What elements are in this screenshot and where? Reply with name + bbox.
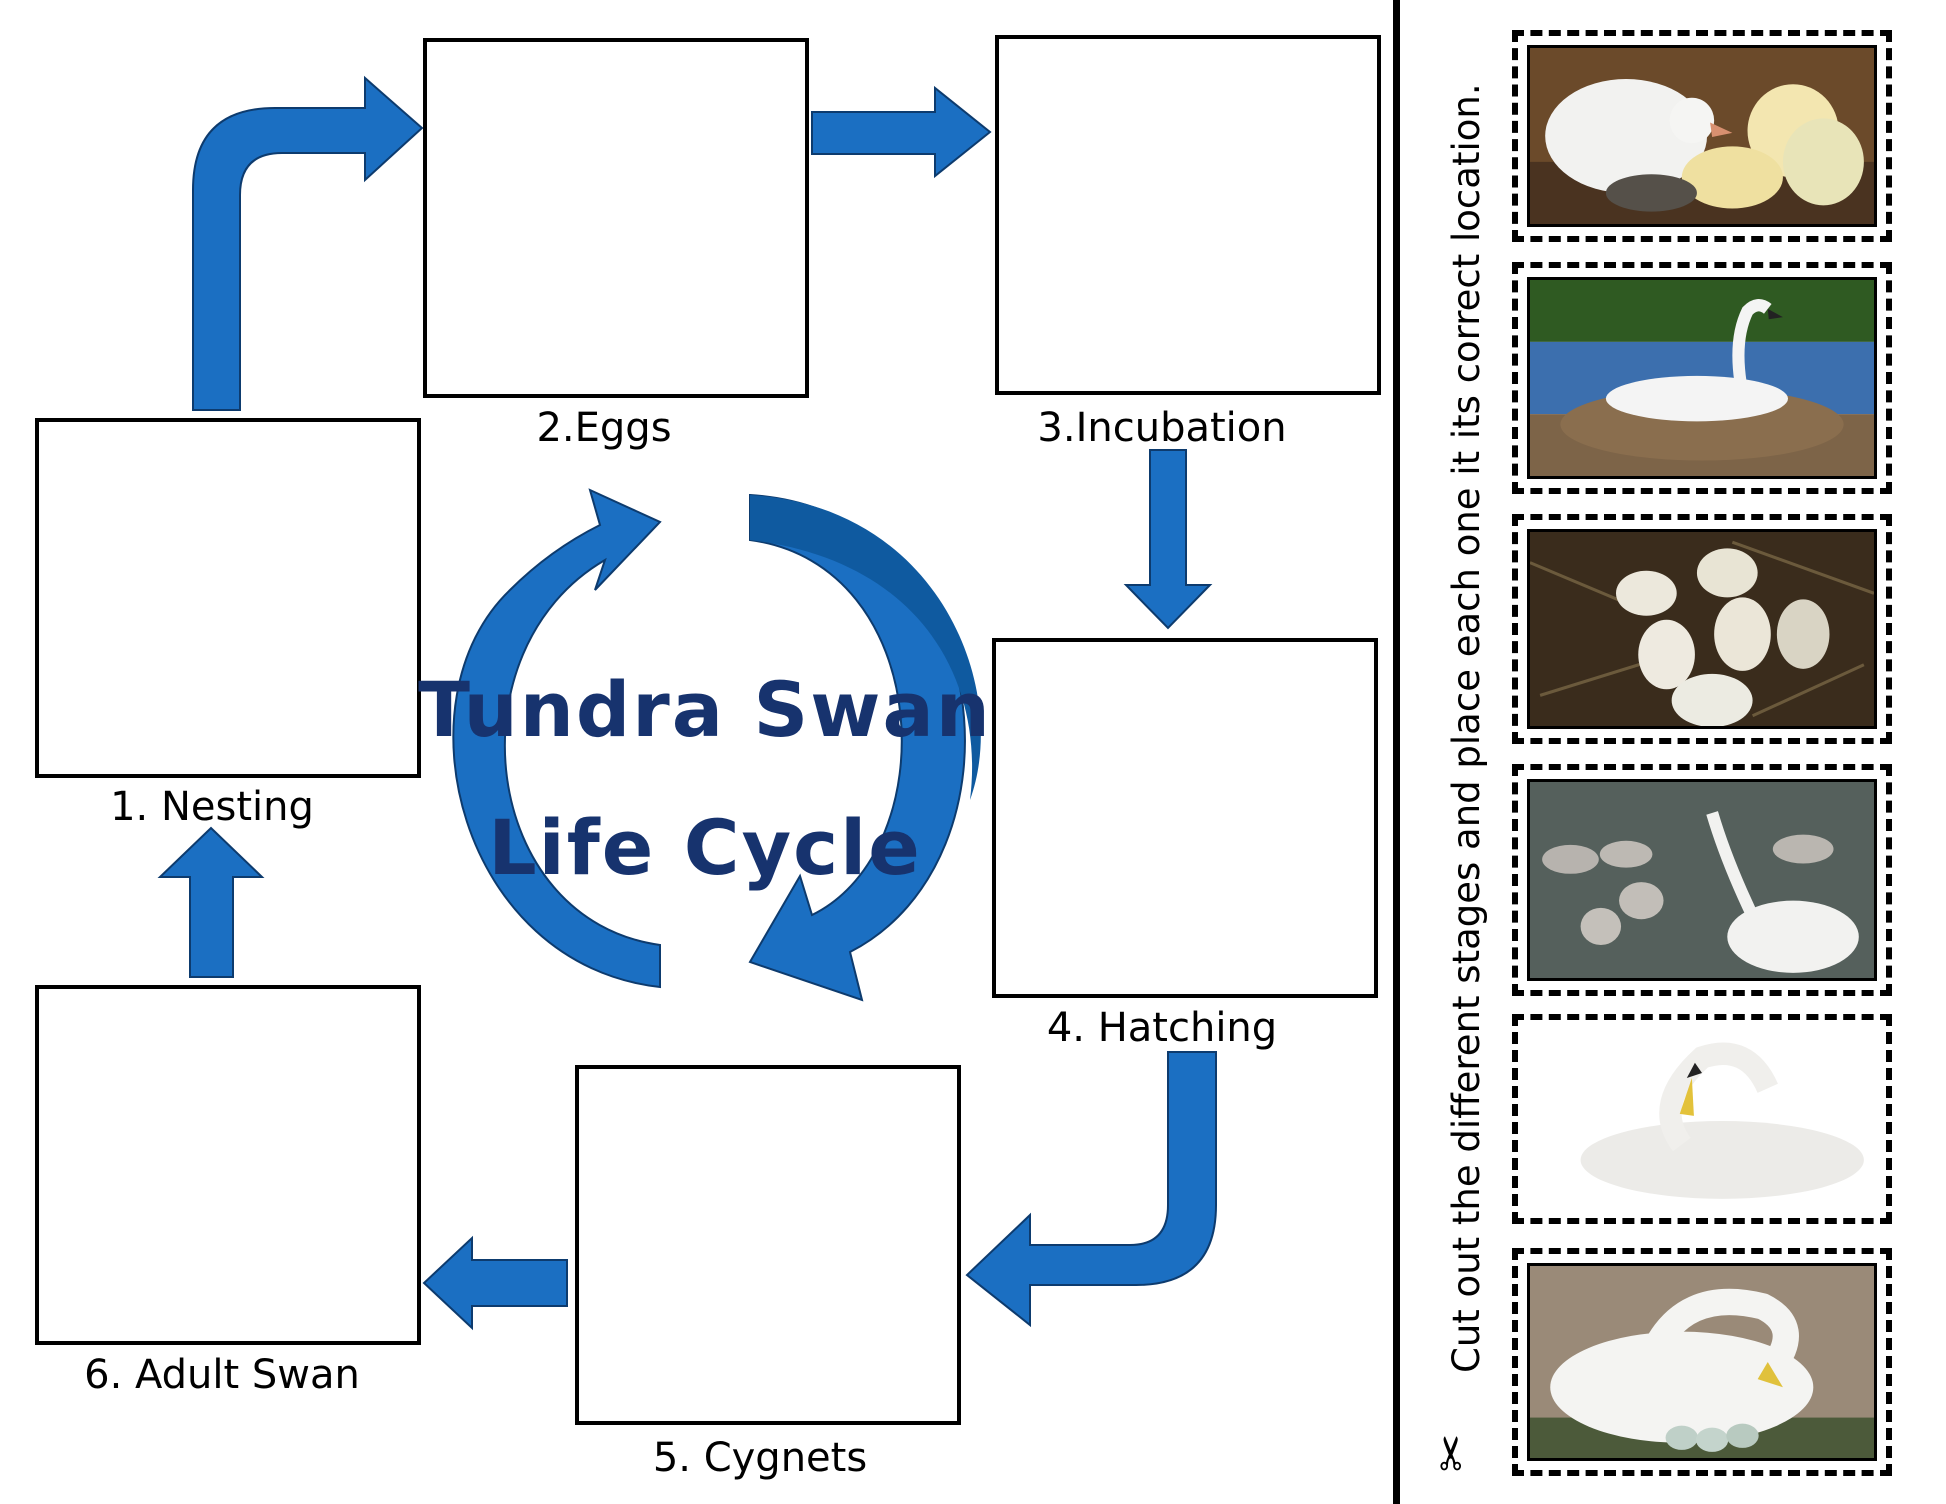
cutout-card-6[interactable] [1512,1248,1892,1476]
cygnet-hatching-with-eggs-photo-icon [1527,45,1877,227]
cutout-card-3[interactable] [1512,514,1892,744]
cutout-card-2[interactable] [1512,262,1892,494]
diagram-title-line1: Tundra Swan [418,665,992,754]
cycle-arrow-left [452,488,662,989]
swan-with-cygnets-swimming-photo-icon [1527,779,1877,981]
arrow-adult-to-nesting [157,826,265,978]
swan-sitting-on-eggs-photo-icon [1527,1263,1877,1461]
stage-box-cygnets [575,1065,961,1425]
cut-instruction-text: Cut out the different stages and place e… [1445,83,1488,1373]
arrow-incubation-to-hatching [1123,449,1213,630]
scissors-icon: ✂ [1424,1433,1479,1473]
swan-on-nest-by-lake-photo-icon [1527,277,1877,479]
arrow-cygnets-to-adult [422,1235,568,1331]
cutout-card-5[interactable] [1512,1014,1892,1224]
swan-eggs-in-nest-photo-icon [1527,529,1877,729]
stage-box-hatching [992,638,1378,998]
stage-label-nesting: 1. Nesting [110,784,314,830]
stage-box-eggs [423,38,809,398]
arrow-eggs-to-incubation [811,85,992,179]
cutout-card-4[interactable] [1512,764,1892,996]
arrow-hatching-to-cygnets [965,1051,1217,1328]
stage-label-cygnets: 5. Cygnets [652,1435,868,1481]
cycle-arrow-right-shade [750,495,981,800]
stage-box-adult-swan [35,985,421,1345]
stage-box-incubation [995,35,1381,395]
stage-label-hatching: 4. Hatching [1046,1005,1278,1051]
diagram-title-line2: Life Cycle [488,803,922,892]
stage-box-nesting [35,418,421,778]
adult-swan-preening-photo-icon [1527,1029,1877,1209]
stage-label-eggs: 2.Eggs [536,405,672,451]
cutout-card-1[interactable] [1512,30,1892,242]
stage-label-incubation: 3.Incubation [1037,405,1287,451]
arrow-nesting-to-eggs [192,75,424,411]
stage-label-adult-swan: 6. Adult Swan [84,1352,360,1398]
cut-divider-line [1393,0,1400,1504]
